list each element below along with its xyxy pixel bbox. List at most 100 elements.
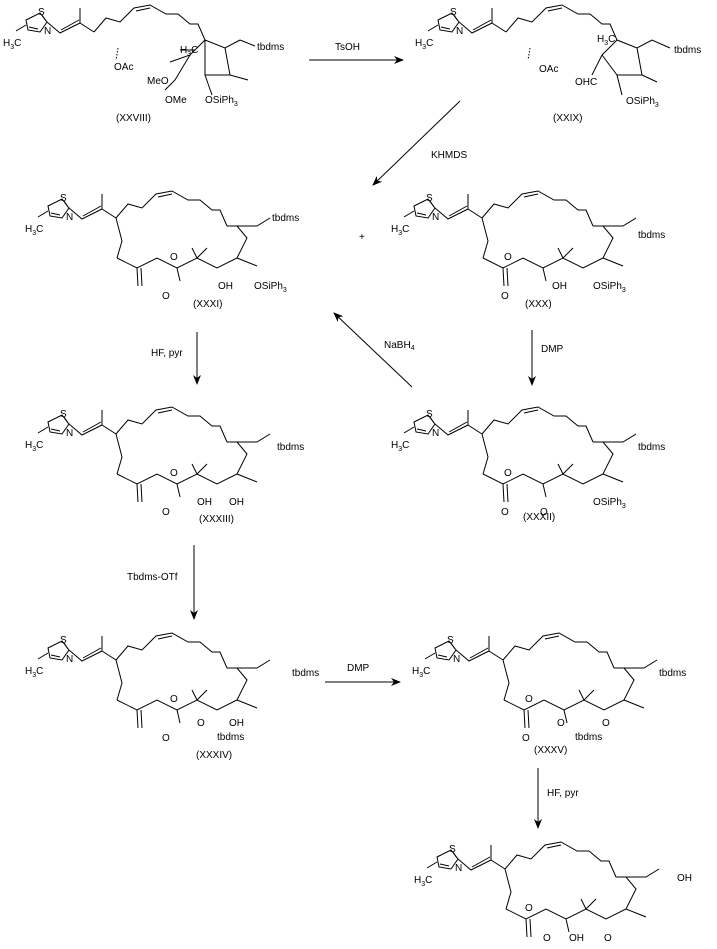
oac-group: OAc xyxy=(114,62,133,73)
reagent-tsoh: TsOH xyxy=(335,42,360,53)
label-xxxiv: (XXXIV) xyxy=(196,750,232,761)
oac-group: OAc xyxy=(539,64,558,75)
carbonyl-o: O xyxy=(162,507,170,518)
otbdms-tag: tbdms xyxy=(217,732,244,743)
tbdms-group: tbdms xyxy=(638,230,665,241)
oh2-label: OH xyxy=(229,497,244,508)
oh-label: OH xyxy=(218,281,233,292)
oh-label: OH xyxy=(569,933,584,944)
reagent-nabh4: NaBH4 xyxy=(384,340,415,352)
ome-label: OMe xyxy=(165,95,187,106)
osi-label: OSiPh3 xyxy=(593,281,626,294)
carbonyl-o: O xyxy=(501,291,509,302)
atom-n: N xyxy=(66,654,73,665)
otbdms-o: O xyxy=(557,718,565,729)
osi-label: OSiPh3 xyxy=(626,96,659,109)
atom-s: S xyxy=(449,844,456,855)
carbonyl-o: O xyxy=(162,733,170,744)
compound-xxxv: S N H3C O O O tbdms O tbdms (XXXV) xyxy=(412,633,686,756)
oh-label: OH xyxy=(552,281,567,292)
atom-n: N xyxy=(455,863,462,874)
reagent-dmp-2: DMP xyxy=(347,663,370,674)
carbonyl-o: O xyxy=(501,507,509,518)
label-xxviii: (XXVIII) xyxy=(116,113,151,124)
atom-n: N xyxy=(66,428,73,439)
tbdms-group: tbdms xyxy=(292,668,319,679)
arrow-nabh4 xyxy=(333,312,413,388)
compound-xxix: S N H3C OAc tbdms H3C OHC OSiPh3 (XXIX) xyxy=(415,4,701,124)
plus-sign: + xyxy=(359,232,365,243)
osi-label: OSiPh3 xyxy=(593,497,626,510)
label-xxxv: (XXXV) xyxy=(534,745,567,756)
ring-o: O xyxy=(504,468,512,479)
methyl-h: H3C xyxy=(25,440,43,453)
reagent-tbdmsotf: Tbdms-OTf xyxy=(127,572,178,583)
atom-n: N xyxy=(66,212,73,223)
carbonyl-o: O xyxy=(543,933,551,944)
tbdms-group: tbdms xyxy=(638,442,665,453)
ring-o: O xyxy=(504,252,512,263)
osi-label: OSiPh3 xyxy=(205,95,238,108)
compound-xxxi: S N H3C O O OH tbdms OSiPh3 (XXXI) xyxy=(25,191,299,310)
carbonyl-o: O xyxy=(162,291,170,302)
ketone2-o: O xyxy=(604,933,612,944)
compound-xxviii: S N H3C OAc H3C tbdms MeO OMe OSiPh3 (XX… xyxy=(3,4,284,124)
tbdms-group: tbdms xyxy=(674,45,701,56)
methyl-h: H3C xyxy=(391,440,409,453)
osi-label: OSiPh3 xyxy=(254,281,287,294)
methyl-h: H3C xyxy=(391,224,409,237)
atom-s: S xyxy=(60,409,67,420)
atom-s: S xyxy=(60,193,67,204)
ring-o: O xyxy=(525,903,533,914)
ketone2-o: O xyxy=(540,507,548,518)
tert-oh-label: OH xyxy=(677,873,692,884)
methyl-h: H3C xyxy=(25,666,43,679)
tbdms-group: tbdms xyxy=(659,668,686,679)
reagent-dmp-1: DMP xyxy=(541,344,564,355)
tbdms-group: tbdms xyxy=(257,42,284,53)
arrow-khmds xyxy=(372,100,461,186)
ring-o: O xyxy=(170,252,178,263)
carbonyl-o: O xyxy=(522,733,530,744)
h3c-label: H3C xyxy=(597,34,615,47)
h3c-label: H3C xyxy=(180,45,198,58)
atom-n: N xyxy=(432,212,439,223)
ketone2-o: O xyxy=(602,718,610,729)
methyl-h: H3C xyxy=(3,38,21,51)
reagent-hfpyr-1: HF, pyr xyxy=(151,348,183,359)
atom-s: S xyxy=(60,635,67,646)
atom-n: N xyxy=(456,26,463,37)
ring-o: O xyxy=(170,694,178,705)
compound-xxxii: S N H3C O O O tbdms OSiPh3 (XXXII) xyxy=(391,407,665,523)
label-xxxiii: (XXXIII) xyxy=(199,514,234,525)
label-xxxii: (XXXII) xyxy=(523,512,555,523)
ring-o: O xyxy=(170,468,178,479)
otbdms-o: O xyxy=(197,718,205,729)
compound-final: S N H3C O O OH O OH xyxy=(414,842,692,944)
ohc-label: OHC xyxy=(575,77,597,88)
compound-xxxiv: S N H3C O O O tbdms OH tbdms (XXXIV) xyxy=(25,633,319,761)
label-xxx: (XXX) xyxy=(525,299,552,310)
atom-n: N xyxy=(44,26,51,37)
otbdms-tag: tbdms xyxy=(575,732,602,743)
methyl-h: H3C xyxy=(415,38,433,51)
methyl-h: H3C xyxy=(412,666,430,679)
atom-s: S xyxy=(426,193,433,204)
atom-s: S xyxy=(38,7,45,18)
meo-label: MeO xyxy=(147,76,169,87)
reagent-khmds: KHMDS xyxy=(431,150,467,161)
label-xxix: (XXIX) xyxy=(553,113,582,124)
oh2-label: OH xyxy=(229,718,244,729)
tbdms-group: tbdms xyxy=(277,442,304,453)
reagent-hfpyr-2: HF, pyr xyxy=(547,788,579,799)
atom-s: S xyxy=(450,7,457,18)
atom-n: N xyxy=(432,428,439,439)
compound-xxx: S N H3C O O OH tbdms OSiPh3 (XXX) xyxy=(391,191,665,310)
methyl-h: H3C xyxy=(25,224,43,237)
atom-n: N xyxy=(453,654,460,665)
oh-label: OH xyxy=(197,497,212,508)
tbdms-group: tbdms xyxy=(272,213,299,224)
atom-s: S xyxy=(426,409,433,420)
methyl-h: H3C xyxy=(414,875,432,888)
